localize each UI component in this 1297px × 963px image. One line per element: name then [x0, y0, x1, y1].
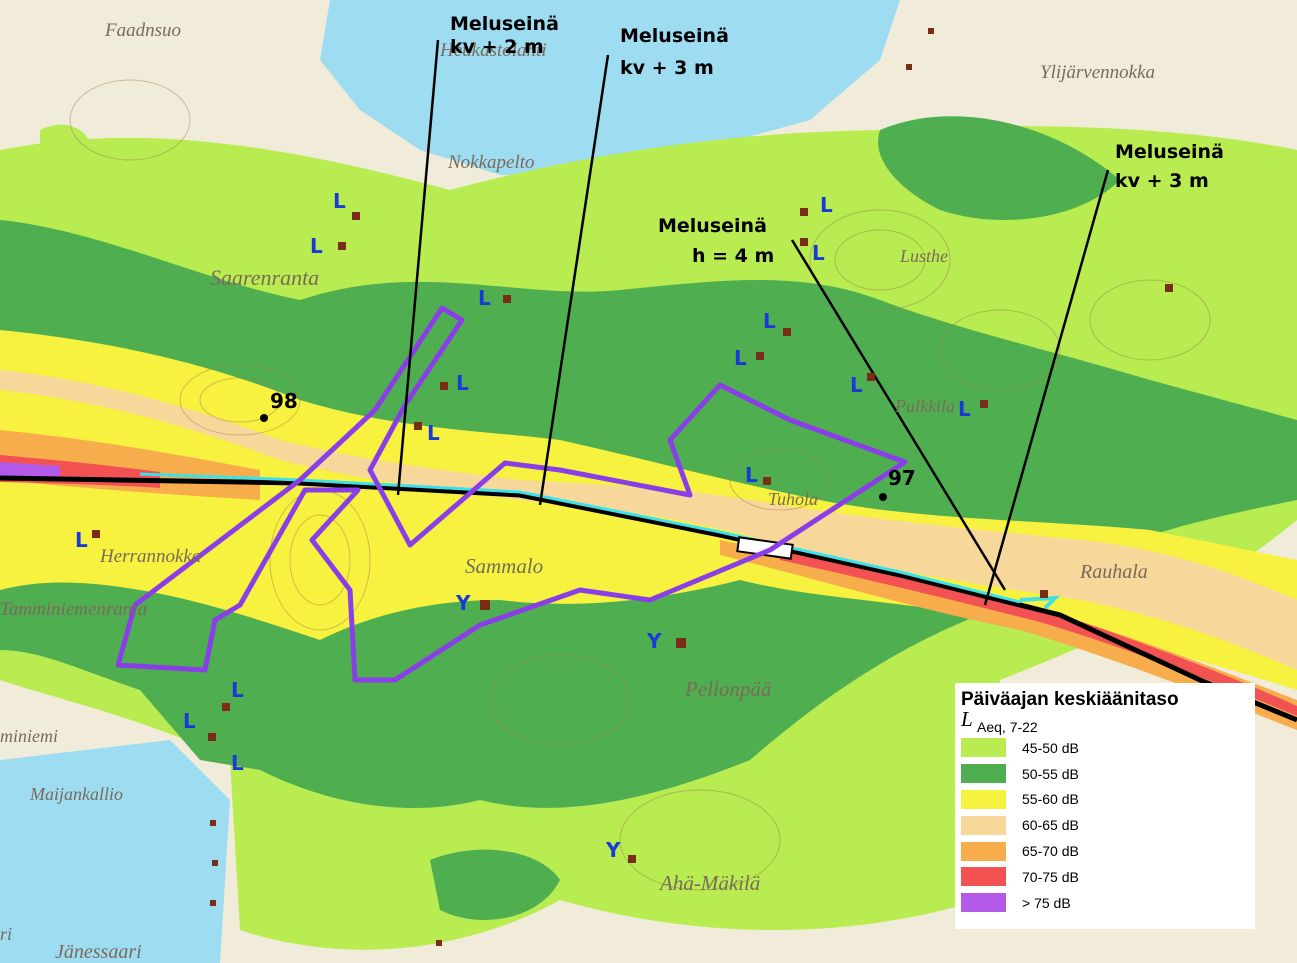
legend-subtitle: L Aeq, 7-22 [961, 707, 1249, 735]
legend-item: > 75 dB [961, 890, 1249, 916]
road-casing [0, 475, 1297, 723]
elevation-point [260, 414, 268, 422]
legend-swatch [961, 764, 1006, 784]
legend-item-label: 45-50 dB [1022, 739, 1079, 756]
legend-swatch [961, 738, 1006, 758]
lake-southwest [0, 740, 230, 963]
legend-item-label: 60-65 dB [1022, 817, 1079, 834]
legend-symbol: L [961, 707, 973, 731]
legend-swatch [961, 841, 1006, 861]
legend-swatch [961, 867, 1006, 887]
buildings [92, 28, 1173, 946]
zone-60-65 [0, 370, 1297, 670]
legend-item: 55-60 dB [961, 787, 1249, 813]
legend-item: 70-75 dB [961, 864, 1249, 890]
elevation-point [879, 493, 887, 501]
legend-swatch [961, 789, 1006, 809]
legend-swatch [961, 893, 1006, 913]
legend-items: 45-50 dB 50-55 dB 55-60 dB 60-65 dB 65-70 dB… [961, 735, 1249, 916]
road [139, 472, 1021, 604]
lake [320, 0, 900, 175]
legend-subscript: Aeq, 7-22 [977, 719, 1038, 735]
legend-item: 50-55 dB [961, 761, 1249, 787]
legend-item: 65-70 dB [961, 838, 1249, 864]
legend-item: 60-65 dB [961, 812, 1249, 838]
legend-item-label: > 75 dB [1022, 894, 1071, 911]
legend-item: 45-50 dB [961, 735, 1249, 761]
legend-item-label: 50-55 dB [1022, 765, 1079, 782]
legend-item-label: 70-75 dB [1022, 868, 1079, 885]
legend-swatch [961, 815, 1006, 835]
legend-item-label: 65-70 dB [1022, 843, 1079, 860]
legend-title: Päiväajan keskiäänitaso [961, 689, 1179, 710]
annotation-leaders [396, 39, 1110, 606]
plan-area-outline [115, 305, 908, 683]
legend-item-label: 55-60 dB [1022, 791, 1079, 808]
noise-barrier-end [1019, 595, 1061, 610]
zone-over-75 [0, 462, 60, 478]
map-legend: Päiväajan keskiäänitaso L Aeq, 7-22 45-5… [955, 683, 1255, 929]
